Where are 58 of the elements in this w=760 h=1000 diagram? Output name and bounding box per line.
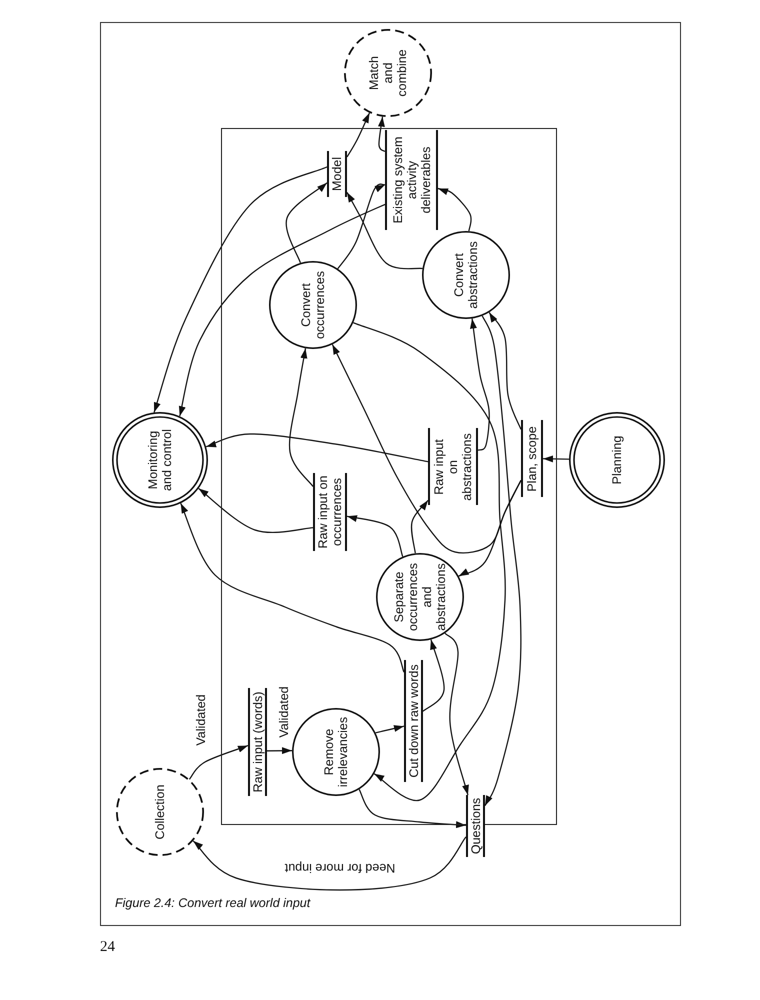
dashed-circle xyxy=(116,768,204,856)
node-label: Plan, scope xyxy=(525,426,539,492)
node-label: Model xyxy=(330,156,344,192)
node-label: Raw input on abstractions xyxy=(432,432,474,502)
flow-arrow xyxy=(288,348,314,487)
node-label: Raw input (words) xyxy=(250,692,264,792)
node-label: Match and combine xyxy=(367,48,409,99)
edge-label: Validated xyxy=(194,693,208,747)
node-label: Convert occurrences xyxy=(299,270,327,341)
process-circle xyxy=(292,708,380,796)
node-label: Planning xyxy=(610,436,624,484)
flow-arrow xyxy=(286,182,328,263)
flow-arrow xyxy=(198,488,314,534)
flow-arrow xyxy=(444,632,469,796)
flow-arrow xyxy=(337,183,386,270)
flow-arrow xyxy=(458,480,522,577)
flow-arrow xyxy=(358,789,466,828)
flow-arrow xyxy=(482,316,522,806)
page-number: 24 xyxy=(100,938,115,956)
flow-arrow xyxy=(180,503,405,672)
flow-arrow xyxy=(188,745,248,780)
process-circle xyxy=(422,231,510,319)
process-circle xyxy=(376,553,464,641)
flow-arrow xyxy=(438,188,472,232)
flow-arrow xyxy=(375,725,404,734)
edge-label: Validated xyxy=(277,685,291,739)
edge-label: Need for more input xyxy=(284,861,396,875)
double-circle xyxy=(569,412,665,508)
node-label: Collection xyxy=(153,784,167,840)
node-label: Convert abstractions xyxy=(452,240,480,311)
process-circle xyxy=(269,261,357,349)
flow-arrow xyxy=(346,514,404,557)
flow-arrow xyxy=(346,192,423,270)
flow-arrow xyxy=(422,639,445,712)
flow-arrow xyxy=(346,112,370,158)
data-store xyxy=(385,130,438,230)
flow-arrow xyxy=(353,322,506,801)
node-label: Existing system activity deliverables xyxy=(390,136,432,226)
flow-arrow xyxy=(206,433,428,462)
node-label: Separate occurrences and abstractions xyxy=(392,562,448,633)
node-label: Monitoring and control xyxy=(146,428,174,493)
node-label: Remove irrelevancies xyxy=(322,716,350,788)
node-label: Cut down raw words xyxy=(406,664,420,778)
dashed-circle xyxy=(344,29,432,117)
node-label: Raw input on occurrences xyxy=(316,474,344,550)
double-circle xyxy=(112,412,208,508)
flow-arrow xyxy=(470,318,490,451)
flow-arrow xyxy=(410,500,428,554)
flow-arrow xyxy=(488,312,522,430)
flow-arrow xyxy=(542,455,570,462)
flow-arrow xyxy=(332,344,522,554)
flow-arrow xyxy=(192,836,466,891)
flow-arrow xyxy=(178,204,386,416)
flow-arrow xyxy=(266,747,292,754)
flow-arrow xyxy=(154,166,328,413)
node-label: Questions xyxy=(468,798,482,854)
flow-arrow xyxy=(378,116,386,152)
figure-caption: Figure 2.4: Convert real world input xyxy=(115,896,310,910)
